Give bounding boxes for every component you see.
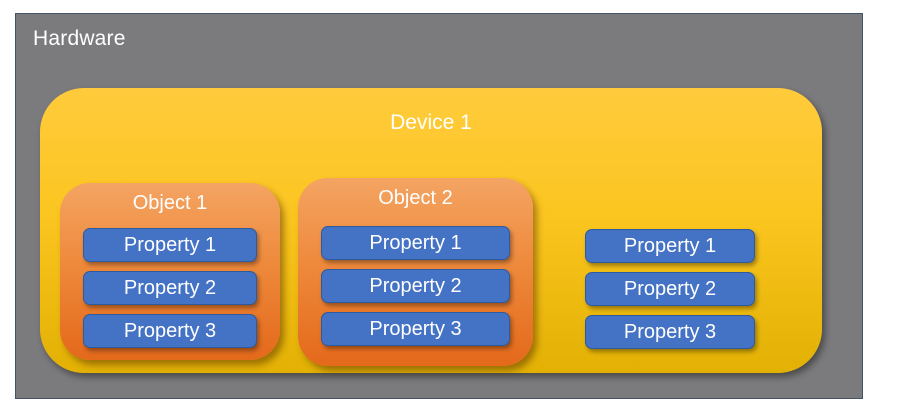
standalone-properties: Property 1 Property 2 Property 3 xyxy=(585,229,755,349)
object-2-property-2: Property 2 xyxy=(321,269,510,303)
object-2-properties: Property 1 Property 2 Property 3 xyxy=(321,226,510,346)
object-1-property-3: Property 3 xyxy=(83,314,257,348)
standalone-property-2: Property 2 xyxy=(585,272,755,306)
object-2-container: Object 2 Property 1 Property 2 Property … xyxy=(298,178,533,366)
object-2-property-3: Property 3 xyxy=(321,312,510,346)
object-2-label: Object 2 xyxy=(378,187,453,209)
object-1-label: Object 1 xyxy=(132,192,208,214)
standalone-property-3: Property 3 xyxy=(585,315,755,349)
standalone-property-1: Property 1 xyxy=(585,229,755,263)
object-1-container: Object 1 Property 1 Property 2 Property … xyxy=(60,183,280,360)
hardware-container: Hardware Device 1 Object 1 Property 1 Pr… xyxy=(15,13,863,399)
object-2-property-1: Property 1 xyxy=(321,226,510,260)
device-container: Device 1 Object 1 Property 1 Property 2 … xyxy=(40,88,822,373)
device-label: Device 1 xyxy=(390,111,472,134)
object-1-properties: Property 1 Property 2 Property 3 xyxy=(83,228,257,348)
hardware-label: Hardware xyxy=(33,27,126,50)
object-1-property-1: Property 1 xyxy=(83,228,257,262)
object-1-property-2: Property 2 xyxy=(83,271,257,305)
